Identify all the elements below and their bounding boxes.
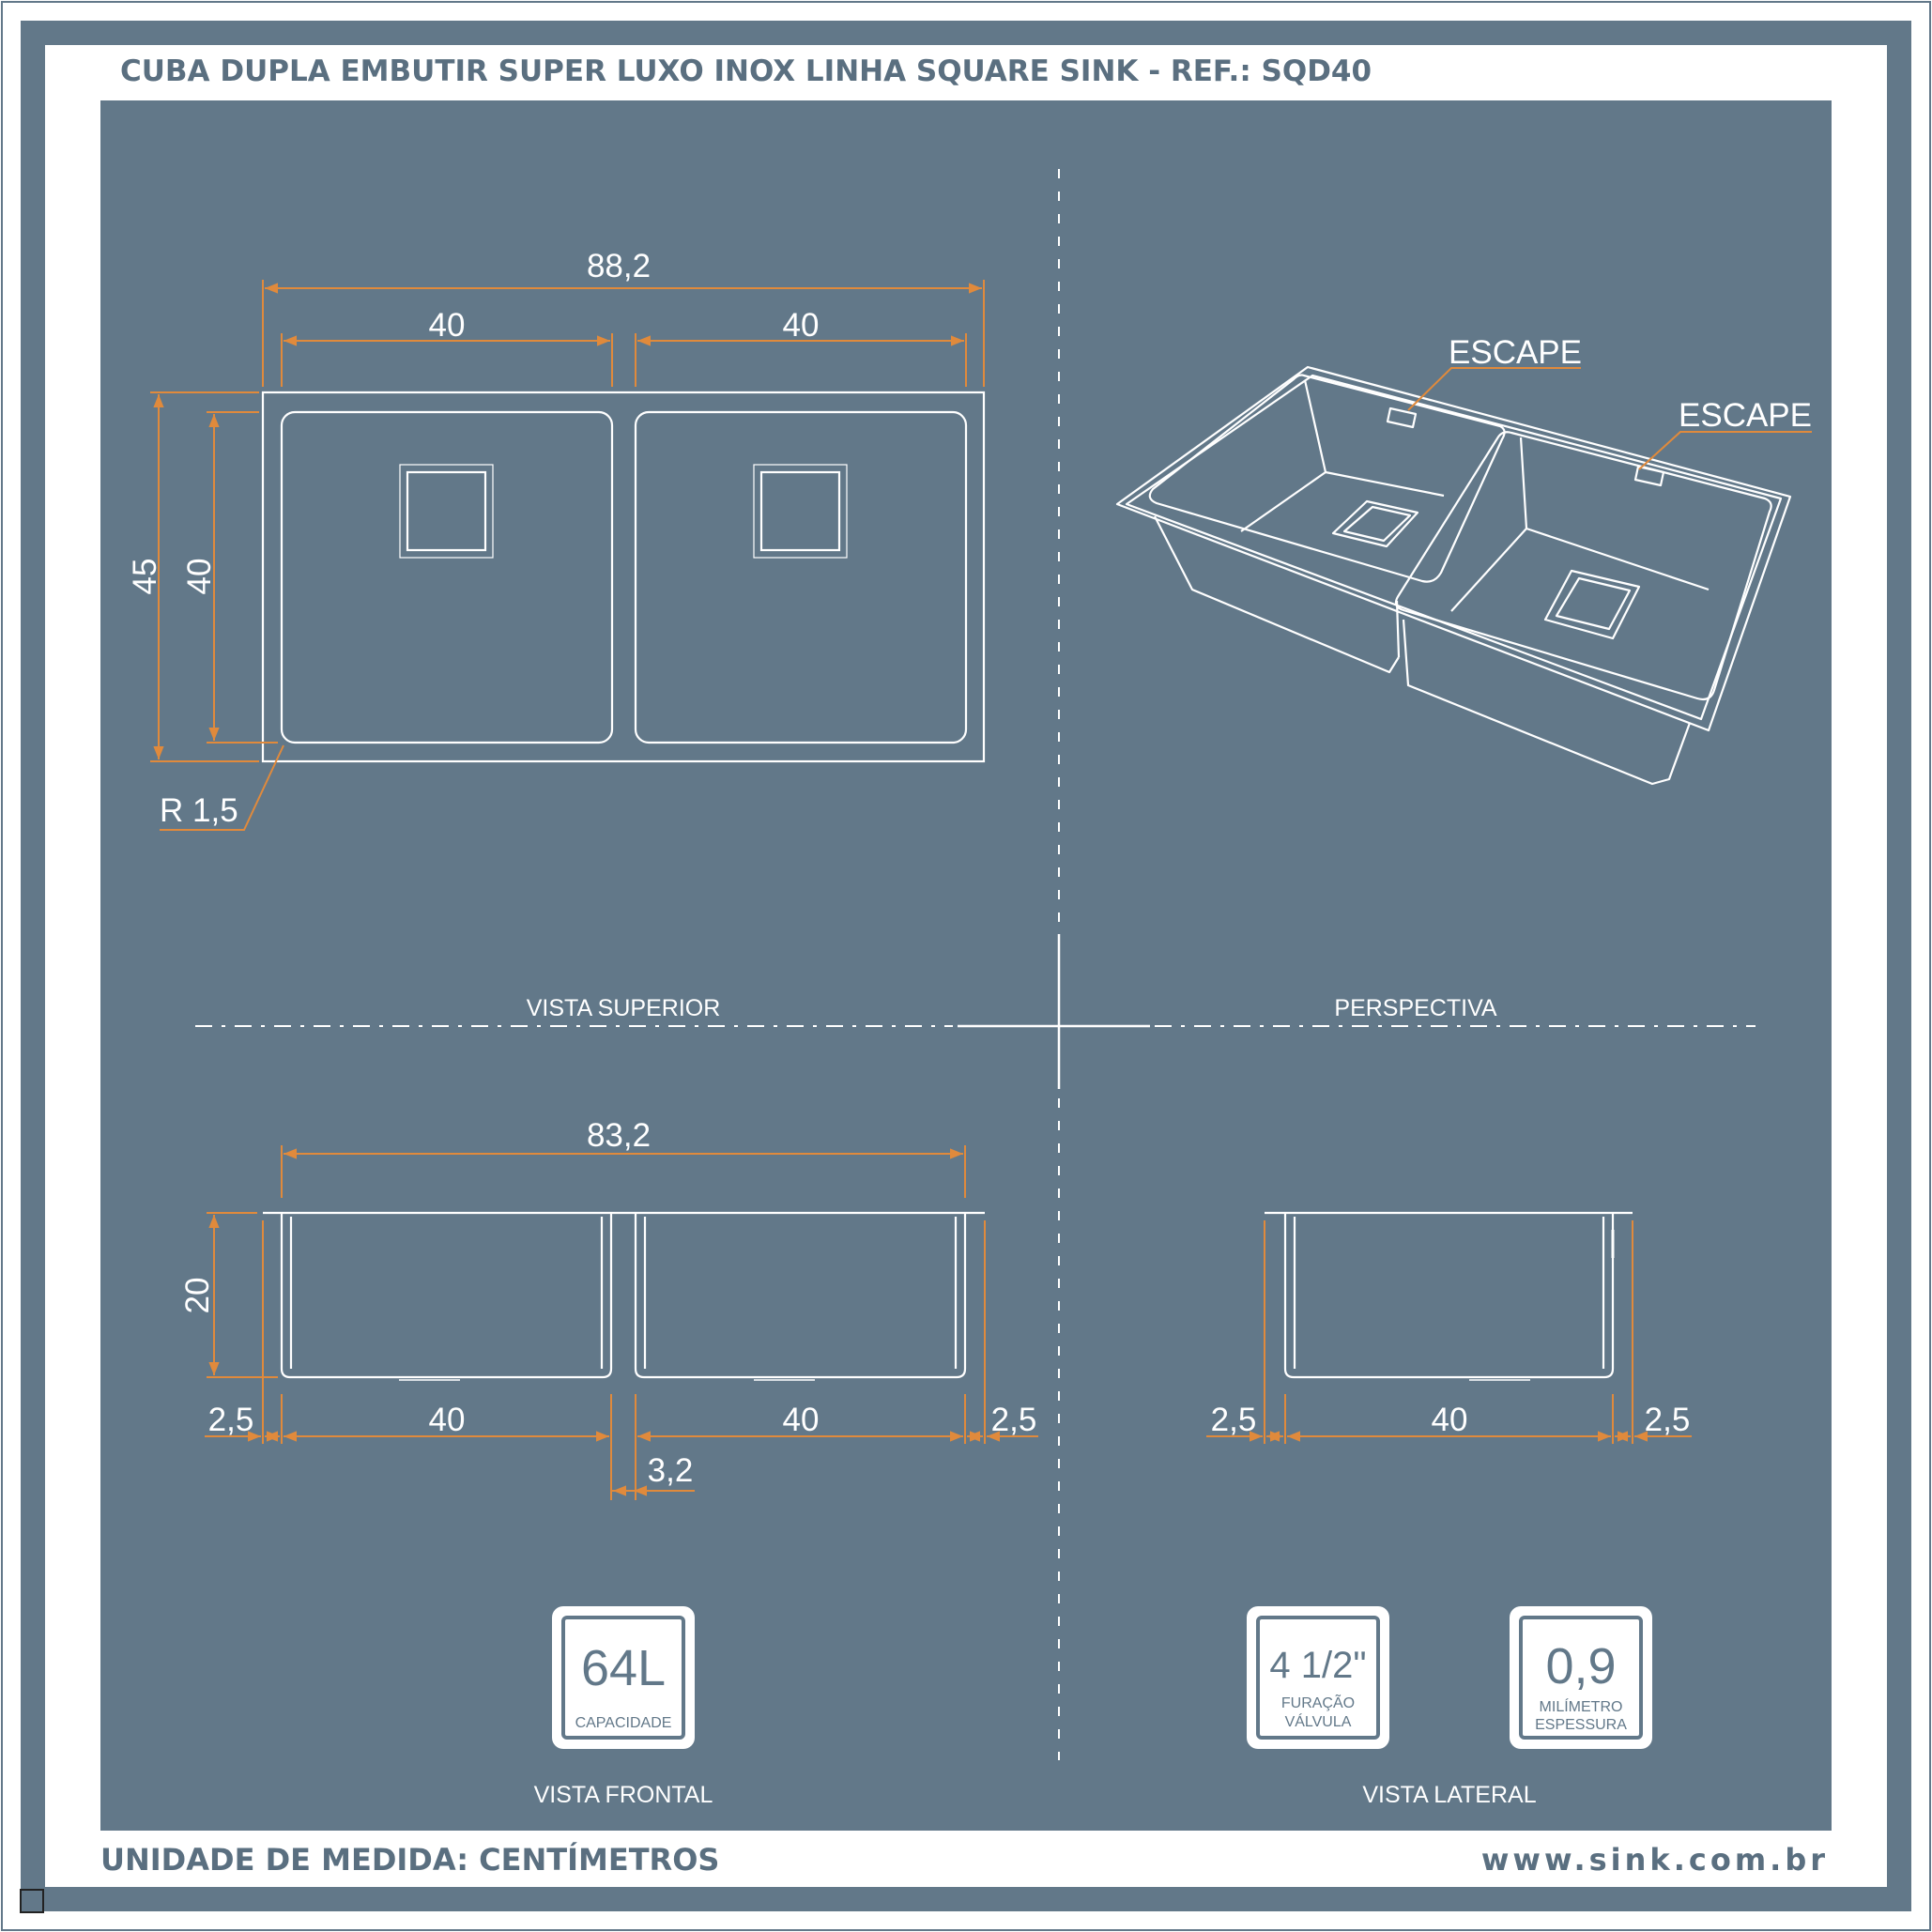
front-view-drawing <box>263 1211 985 1381</box>
spec-capacity-value: 64L <box>581 1640 666 1696</box>
perspective-drawing <box>1115 365 1792 786</box>
dim-top-40-right: 40 <box>783 307 820 344</box>
side-view-dimensions <box>1206 1220 1692 1444</box>
dim-20: 20 <box>179 1278 216 1314</box>
dim-front-2-5-left: 2,5 <box>208 1402 254 1438</box>
top-view-drawing <box>261 391 986 763</box>
dim-top-40-left: 40 <box>429 307 466 344</box>
top-view-dimensions <box>150 280 985 831</box>
quadrant-divider <box>195 169 1756 1760</box>
spec-valve-label2: VÁLVULA <box>1285 1712 1352 1730</box>
dim-side-40: 40 <box>1432 1402 1468 1438</box>
dim-front-2-5-right: 2,5 <box>991 1402 1037 1438</box>
corner-mark <box>20 1889 44 1913</box>
escape-label-left: ESCAPE <box>1449 334 1582 371</box>
escape-label-right: ESCAPE <box>1679 397 1812 434</box>
spec-badge-thickness: 0,9 MILÍMETRO ESPESSURA <box>1510 1606 1652 1749</box>
dim-40-depth: 40 <box>181 559 218 595</box>
label-vista-lateral: VISTA LATERAL <box>1362 1782 1536 1808</box>
label-vista-superior: VISTA SUPERIOR <box>527 995 721 1021</box>
page-title: CUBA DUPLA EMBUTIR SUPER LUXO INOX LINHA… <box>120 54 1372 88</box>
spec-capacity-label: CAPACIDADE <box>575 1715 672 1731</box>
drawing-panel <box>100 100 1832 1831</box>
spec-thickness-label2: ESPESSURA <box>1535 1717 1627 1733</box>
dim-45: 45 <box>127 559 163 595</box>
label-vista-frontal: VISTA FRONTAL <box>534 1782 713 1808</box>
website-url: www.sink.com.br <box>1481 1842 1829 1878</box>
dim-3-2: 3,2 <box>648 1452 694 1489</box>
escape-leaders <box>1407 367 1812 470</box>
dim-side-2-5-right: 2,5 <box>1645 1402 1691 1438</box>
spec-thickness-label: MILÍMETRO <box>1540 1697 1623 1715</box>
front-view-dimensions <box>205 1145 1038 1500</box>
spec-valve-label: FURAÇÃO <box>1281 1693 1355 1711</box>
spec-thickness-value: 0,9 <box>1545 1638 1616 1694</box>
units-note: UNIDADE DE MEDIDA: CENTÍMETROS <box>100 1842 719 1878</box>
dim-front-40-right: 40 <box>783 1402 820 1438</box>
dim-front-40-left: 40 <box>429 1402 466 1438</box>
dim-radius: R 1,5 <box>160 792 238 829</box>
spec-badge-capacity: 64L CAPACIDADE <box>552 1606 695 1749</box>
spec-badge-valve: 4 1/2" FURAÇÃO VÁLVULA <box>1247 1606 1389 1749</box>
dim-83-2: 83,2 <box>587 1117 651 1154</box>
dim-side-2-5-left: 2,5 <box>1211 1402 1257 1438</box>
label-perspectiva: PERSPECTIVA <box>1334 995 1497 1021</box>
spec-valve-value: 4 1/2" <box>1269 1645 1366 1686</box>
dim-88-2: 88,2 <box>587 248 651 284</box>
side-view-drawing <box>1265 1211 1633 1381</box>
